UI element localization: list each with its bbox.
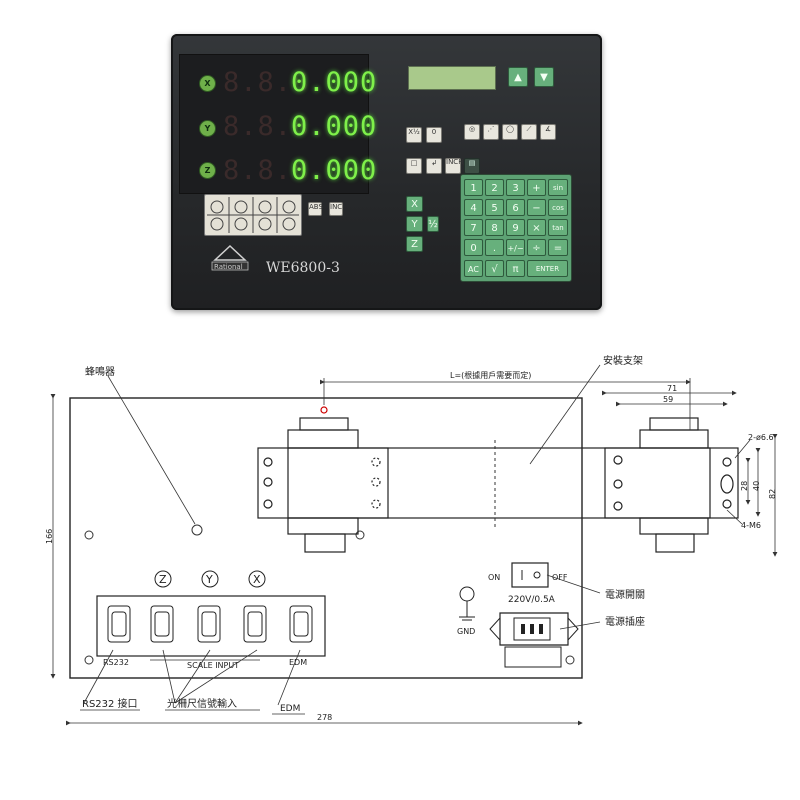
function-icon-panel[interactable] — [204, 194, 302, 236]
key-8[interactable]: 8 — [485, 219, 504, 236]
axis-y-text: Y — [205, 573, 213, 586]
down-arrow-button[interactable]: ▼ — [534, 67, 554, 87]
rear-panel-drawing: L=(根據用戶需要而定) 71 59 28 40 82 2-ø6.6 4-M6 … — [45, 354, 778, 726]
x-readout: 0.000 — [291, 67, 378, 98]
y-readout: 0.000 — [291, 111, 378, 142]
key-3[interactable]: 3 — [506, 179, 525, 196]
on-label: ON — [488, 573, 500, 582]
key-sign[interactable]: +/− — [506, 239, 525, 256]
mounting-bracket — [257, 406, 739, 553]
dim-28: 28 — [740, 481, 749, 491]
select-x-key[interactable]: X — [406, 196, 423, 212]
buzzer-label: 蜂鳴器 — [85, 365, 115, 378]
axis-y-marker — [201, 570, 219, 588]
z-dim-digits: 8.8.8. — [223, 155, 327, 186]
inch-mm-key[interactable]: INCH/MM — [445, 158, 478, 174]
scale-signal-input-label: 光柵尺信號輸入 — [167, 697, 237, 710]
dim-278: 278 — [317, 713, 332, 722]
key-cos[interactable]: cos — [548, 199, 568, 216]
key-pi[interactable]: π — [506, 260, 525, 277]
key-dot[interactable]: . — [485, 239, 504, 256]
power-switch-icon — [511, 562, 549, 588]
select-y-key[interactable]: Y — [406, 216, 423, 232]
inc-key[interactable]: INC — [329, 202, 343, 216]
select-z-key[interactable]: Z — [406, 236, 423, 252]
edm-interface-label: EDM — [280, 704, 300, 714]
axis-x-button[interactable]: X — [199, 75, 216, 92]
key-enter[interactable]: ENTER — [527, 260, 568, 277]
half-fraction-key[interactable]: ½ — [427, 216, 439, 232]
holes-callout: 2-ø6.6 — [748, 433, 774, 442]
up-arrow-button[interactable]: ▲ — [508, 67, 528, 87]
dim-40: 40 — [752, 481, 761, 491]
bracket-label: 安裝支架 — [603, 354, 643, 367]
power-socket-label: 電源插座 — [605, 615, 645, 628]
slope-key[interactable]: ⟋ — [521, 124, 537, 140]
axis-z-text: Z — [159, 573, 167, 586]
half-key[interactable]: X½ — [406, 127, 422, 143]
abs-key[interactable]: ABS — [308, 202, 323, 216]
function-glyphs-icon — [207, 197, 299, 233]
calc-key[interactable]: ▤ — [464, 158, 480, 174]
key-6[interactable]: 6 — [506, 199, 525, 216]
z-readout: 0.000 — [291, 155, 378, 186]
scale-input-label: SCALE INPUT — [187, 661, 239, 670]
key-9[interactable]: 9 — [506, 219, 525, 236]
dro-device-photo: X Y Z 8.8.8. 8.8.8. 8.8.8. 0.000 0.000 0… — [171, 34, 602, 310]
thread-callout: 4-M6 — [741, 521, 761, 530]
rear-panel-outline — [69, 397, 583, 679]
dim-166: 166 — [45, 529, 54, 544]
message-lcd — [408, 66, 496, 90]
rational-logo-icon — [211, 244, 249, 271]
dim-71: 71 — [667, 384, 677, 393]
length-note-label: L=(根據用戶需要而定) — [450, 370, 531, 380]
key-divide[interactable]: ÷ — [527, 239, 546, 256]
sdm-key[interactable]: □ — [406, 158, 422, 174]
key-tan[interactable]: tan — [548, 219, 568, 236]
y-dim-digits: 8.8.8. — [223, 111, 327, 142]
arc-key[interactable]: ◯ — [502, 124, 518, 140]
rs232-interface-label: RS232 接口 — [82, 697, 138, 710]
model-label: WE6800-3 — [266, 260, 340, 276]
brand-label: Rational — [214, 263, 243, 271]
mounting-holes — [84, 530, 575, 665]
axis-z-button[interactable]: Z — [199, 162, 216, 179]
key-equals[interactable]: = — [548, 239, 568, 256]
x-dim-digits: 8.8.8. — [223, 67, 327, 98]
key-5[interactable]: 5 — [485, 199, 504, 216]
key-ac[interactable]: AC — [464, 260, 483, 277]
key-1[interactable]: 1 — [464, 179, 483, 196]
axis-x-text: X — [253, 573, 261, 586]
db9-connectors — [107, 605, 313, 643]
key-minus[interactable]: − — [527, 199, 546, 216]
axis-x-marker — [248, 570, 266, 588]
axis-y-button[interactable]: Y — [199, 120, 216, 137]
key-0[interactable]: 0 — [464, 239, 483, 256]
edm-port-label: EDM — [289, 658, 307, 667]
radius-key[interactable]: ∡ — [540, 124, 556, 140]
buzzer-hole-icon — [191, 524, 203, 536]
gnd-label: GND — [457, 627, 475, 636]
connector-plate — [96, 595, 326, 657]
key-plus[interactable]: + — [527, 179, 546, 196]
enter-mode-key[interactable]: ↲ — [426, 158, 442, 174]
key-4[interactable]: 4 — [464, 199, 483, 216]
line-hole-key[interactable]: ⋰ — [483, 124, 499, 140]
gnd-terminal-icon — [459, 586, 475, 602]
axis-z-marker — [154, 570, 172, 588]
key-2[interactable]: 2 — [485, 179, 504, 196]
key-multiply[interactable]: × — [527, 219, 546, 236]
dim-82: 82 — [768, 489, 777, 499]
power-switch-label: 電源開關 — [605, 588, 645, 601]
key-sqrt[interactable]: √ — [485, 260, 504, 277]
zero-key[interactable]: 0 — [426, 127, 442, 143]
voltage-label: 220V/0.5A — [508, 595, 556, 605]
numeric-keypad: 1 2 3 + sin 4 5 6 − cos 7 8 9 × tan 0 . … — [460, 174, 572, 282]
key-sin[interactable]: sin — [548, 179, 568, 196]
dim-59: 59 — [663, 395, 673, 404]
pcd-key[interactable]: ◎ — [464, 124, 480, 140]
off-label: OFF — [552, 573, 568, 582]
rs232-port-label: RS232 — [103, 658, 129, 667]
key-7[interactable]: 7 — [464, 219, 483, 236]
